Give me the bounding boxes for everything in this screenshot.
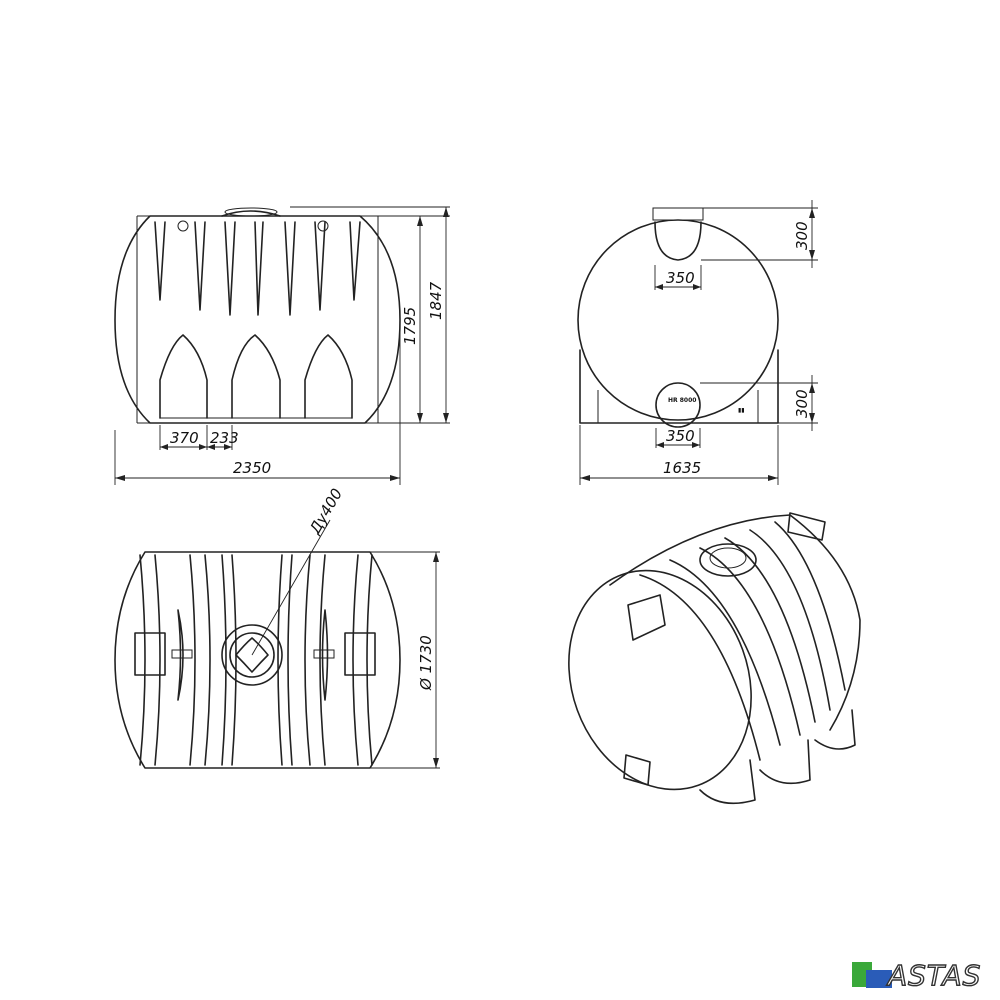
front-view: 2350 370 233 1795 1847 [114, 206, 450, 485]
dim-leg-width: 370 [170, 429, 199, 447]
dim-top-hatch-width: 350 [666, 269, 695, 287]
dim-leg-gap: 233 [210, 429, 239, 447]
side-body-label: HR 8000 [668, 397, 696, 404]
dim-top-hatch-height: 300 [793, 221, 811, 250]
dim-bottom-hatch-width: 350 [666, 427, 695, 445]
brand-name: ASTAS [886, 959, 981, 992]
front-ribs [154, 221, 361, 316]
dim-total-height: 1847 [427, 281, 445, 320]
dim-body-height: 1795 [401, 307, 419, 345]
iso-ribs [639, 521, 846, 761]
side-view: HR 8000 ▮▮ 1635 350 300 350 [577, 200, 818, 485]
top-view: Ду400 Ø 1730 [114, 485, 440, 769]
dim-front-width: 2350 [233, 459, 271, 477]
dim-bottom-hatch-height: 300 [793, 389, 811, 418]
dim-hatch-label: Ду400 [305, 485, 346, 538]
isometric-view [568, 512, 861, 805]
dim-side-width: 1635 [663, 459, 701, 477]
brand-logo: ASTAS [852, 958, 981, 993]
svg-text:▮▮: ▮▮ [738, 407, 745, 414]
top-ribs [139, 554, 373, 766]
dim-diameter: Ø 1730 [417, 635, 435, 691]
